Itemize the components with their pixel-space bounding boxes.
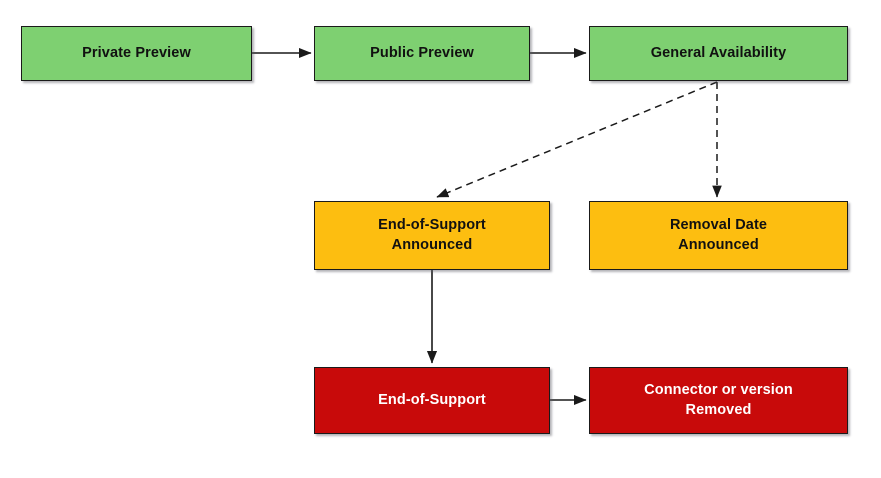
node-public-preview-label: Public Preview bbox=[370, 44, 474, 61]
node-removal-date-announced-label: Removal Date Announced bbox=[669, 216, 768, 253]
node-private-preview[interactable]: Private Preview bbox=[21, 26, 252, 81]
node-end-of-support-announced-label: End-of-Support Announced bbox=[378, 216, 486, 253]
node-general-availability[interactable]: General Availability bbox=[589, 26, 848, 81]
node-connector-or-version-removed[interactable]: Connector or version Removed bbox=[589, 367, 848, 434]
node-private-preview-label: Private Preview bbox=[82, 44, 191, 61]
node-connector-or-version-removed-label: Connector or version Removed bbox=[644, 381, 793, 418]
edge-ga-to-eos-announced bbox=[436, 81, 718, 198]
node-removal-date-announced[interactable]: Removal Date Announced bbox=[589, 201, 848, 270]
node-end-of-support[interactable]: End-of-Support bbox=[314, 367, 550, 434]
node-general-availability-label: General Availability bbox=[650, 44, 787, 61]
node-public-preview[interactable]: Public Preview bbox=[314, 26, 530, 81]
node-end-of-support-announced[interactable]: End-of-Support Announced bbox=[314, 201, 550, 270]
node-end-of-support-label: End-of-Support bbox=[378, 391, 486, 408]
